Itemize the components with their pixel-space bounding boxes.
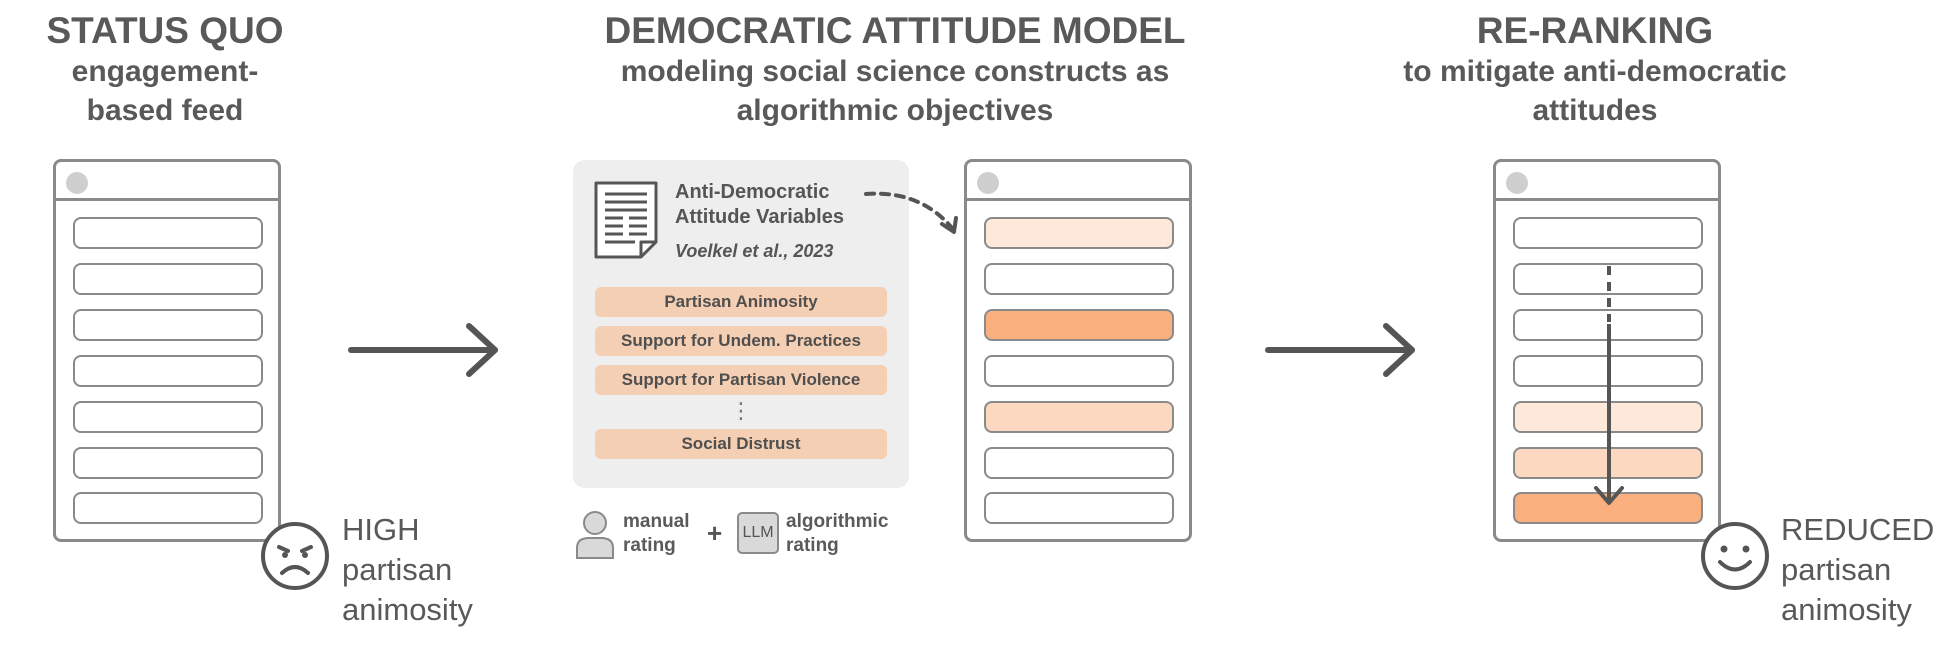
variable-pill: Support for Partisan Violence — [595, 365, 887, 395]
variable-pill: Partisan Animosity — [595, 287, 887, 317]
outcome-line-2: partisan — [1781, 552, 1892, 587]
feed-post — [984, 355, 1174, 387]
person-icon — [576, 511, 614, 559]
document-icon — [594, 181, 658, 259]
outcome-line-3: animosity — [1781, 592, 1912, 627]
status-quo-title: STATUS QUO — [46, 10, 284, 51]
feed-post — [73, 263, 263, 295]
feed-post — [73, 492, 263, 524]
phone-header-divider — [56, 198, 278, 201]
manual-rating-label: manual rating — [623, 510, 690, 558]
status-quo-feed-phone — [53, 159, 281, 542]
reranking-title: RE-RANKING — [1476, 10, 1714, 51]
rerank-down-arrow — [1594, 266, 1624, 505]
status-quo-outcome: HIGH partisan animosity — [342, 510, 473, 630]
doc-title-line-2: Attitude Variables — [675, 206, 844, 228]
feed-post — [1513, 217, 1703, 249]
reranking-outcome: REDUCED partisan animosity — [1781, 510, 1934, 630]
camera-dot — [66, 172, 88, 194]
feed-post — [73, 309, 263, 341]
manual-line-1: manual — [623, 511, 690, 532]
outcome-line-3: animosity — [342, 592, 473, 627]
reranked-feed-phone — [1493, 159, 1721, 542]
model-title: DEMOCRATIC ATTITUDE MODEL — [604, 10, 1186, 51]
dashed-arrow — [864, 191, 958, 234]
feed-post — [984, 309, 1174, 341]
doc-title: Anti-Democratic Attitude Variables — [675, 180, 844, 230]
model-subtitle-1: modeling social science constructs as — [620, 55, 1170, 88]
attitude-model-panel: Anti-Democratic Attitude Variables Voelk… — [573, 160, 909, 488]
llm-chip-icon: LLM — [737, 512, 779, 554]
smiling-face-icon — [1701, 522, 1769, 590]
outcome-line-2: partisan — [342, 552, 453, 587]
feed-post — [73, 401, 263, 433]
manual-line-2: rating — [623, 535, 676, 556]
frowning-face-icon — [261, 522, 329, 590]
reranking-subtitle-2: attitudes — [1532, 94, 1658, 127]
feed-post — [73, 217, 263, 249]
outcome-line-1: HIGH — [342, 512, 420, 547]
plus-sign: + — [707, 518, 723, 548]
reranking-header: RE-RANKING to mitigate anti-democratic a… — [1345, 10, 1845, 130]
variable-pill: Support for Undem. Practices — [595, 326, 887, 356]
feed-post — [73, 447, 263, 479]
flow-arrow-2 — [1265, 323, 1415, 377]
flow-arrow-1 — [348, 323, 498, 377]
model-subtitle-2: algorithmic objectives — [736, 94, 1054, 127]
camera-dot — [1506, 172, 1528, 194]
algo-line-1: algorithmic — [786, 511, 889, 532]
ellipsis: ⋮ — [730, 398, 752, 423]
reranking-subtitle-1: to mitigate anti-democratic — [1403, 55, 1787, 88]
feed-post — [984, 492, 1174, 524]
camera-dot — [977, 172, 999, 194]
status-quo-subtitle-2: based feed — [86, 94, 244, 127]
feed-post — [984, 401, 1174, 433]
phone-header-divider — [967, 198, 1189, 201]
algo-line-2: rating — [786, 535, 839, 556]
feed-post — [984, 217, 1174, 249]
citation: Voelkel et al., 2023 — [675, 241, 834, 261]
feed-post — [73, 355, 263, 387]
status-quo-header: STATUS QUO engagement- based feed — [0, 10, 330, 130]
variable-pill: Social Distrust — [595, 429, 887, 459]
feed-post — [984, 447, 1174, 479]
model-header: DEMOCRATIC ATTITUDE MODEL modeling socia… — [530, 10, 1260, 130]
status-quo-subtitle-1: engagement- — [71, 55, 259, 88]
algorithmic-rating-label: algorithmic rating — [786, 510, 888, 558]
doc-title-line-1: Anti-Democratic — [675, 181, 830, 203]
phone-header-divider — [1496, 198, 1718, 201]
scored-feed-phone — [964, 159, 1192, 542]
outcome-line-1: REDUCED — [1781, 512, 1935, 547]
feed-post — [984, 263, 1174, 295]
